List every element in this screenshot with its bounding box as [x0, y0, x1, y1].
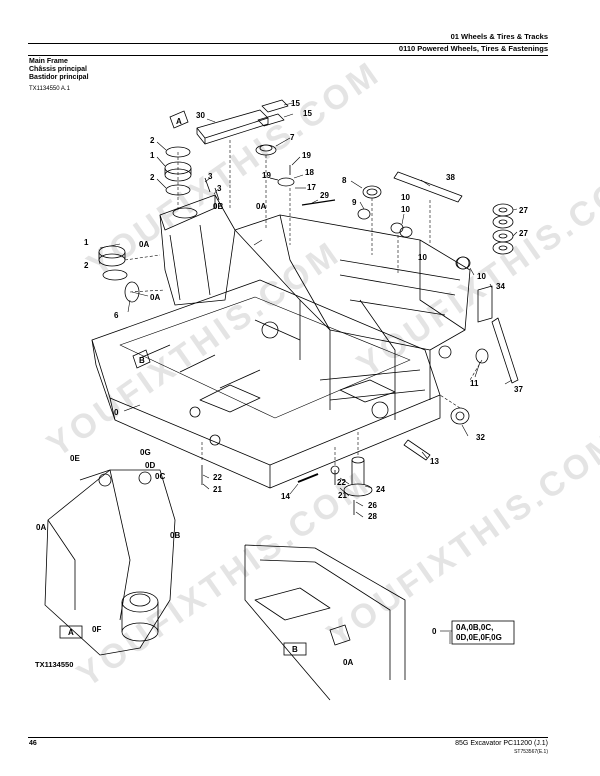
detail-a-label: A — [68, 628, 74, 637]
callout-38: 38 — [446, 173, 455, 182]
footer-rule — [28, 737, 548, 738]
callout-6: 6 — [114, 311, 119, 320]
callout-17: 17 — [307, 183, 316, 192]
callout-27: 27 — [519, 206, 528, 215]
part-34 — [477, 285, 493, 323]
callout-0G: 0G — [140, 448, 151, 457]
view-marker-a — [169, 110, 189, 129]
callout-0A: 0A — [139, 240, 149, 249]
legend-line1: 0A,0B,0C, — [456, 623, 493, 632]
main-frame-skirt — [91, 339, 441, 489]
callout-2: 2 — [84, 261, 89, 270]
side-wall — [234, 214, 471, 351]
callout-10: 10 — [477, 272, 486, 281]
callout-30: 30 — [196, 111, 205, 120]
header-rule — [28, 55, 548, 56]
callout-2: 2 — [150, 173, 155, 182]
detail-b-box — [283, 642, 307, 656]
boom-tower-left — [159, 194, 236, 306]
callout-15: 15 — [303, 109, 312, 118]
detail-figure-id: TX1134550 — [35, 660, 74, 669]
callout-10: 10 — [401, 193, 410, 202]
part-13 — [403, 439, 431, 461]
figure-id: TX1134550 A.1 — [29, 86, 70, 92]
part-15 — [261, 99, 289, 113]
callout-22: 22 — [213, 473, 222, 482]
doc-ref: ST753567(E.1) — [514, 749, 548, 755]
callout-0B: 0B — [170, 531, 180, 540]
callout-0A: 0A — [150, 293, 160, 302]
callout-32: 32 — [476, 433, 485, 442]
header-rule — [28, 43, 548, 44]
page-number: 46 — [29, 740, 37, 747]
view-label-a: A — [176, 117, 182, 126]
detail-b-frame — [244, 544, 406, 701]
callout-7: 7 — [290, 133, 295, 142]
callout-29: 29 — [320, 191, 329, 200]
part-0A-block — [329, 624, 351, 646]
callout-10: 10 — [418, 253, 427, 262]
legend-box — [451, 620, 515, 645]
callout-10: 10 — [401, 205, 410, 214]
callout-37: 37 — [514, 385, 523, 394]
callout-21: 21 — [213, 485, 222, 494]
callout-26: 26 — [368, 501, 377, 510]
part-37 — [491, 317, 519, 384]
callout-0A: 0A — [343, 658, 353, 667]
part-38 — [393, 171, 463, 203]
part-30 — [196, 109, 269, 139]
detail-b-label: B — [292, 645, 298, 654]
callout-0E: 0E — [70, 454, 80, 463]
title-en: Main Frame — [29, 58, 68, 65]
view-marker-b — [132, 349, 151, 369]
callout-0A: 0A — [256, 202, 266, 211]
callout-34: 34 — [496, 282, 505, 291]
legend-line2: 0D,0E,0F,0G — [456, 633, 502, 642]
callout-18: 18 — [305, 168, 314, 177]
callout-3: 3 — [217, 184, 222, 193]
title-fr: Châssis principal — [29, 66, 87, 73]
callout-11: 11 — [470, 379, 479, 388]
callout-2: 2 — [150, 136, 155, 145]
legend-item: 0 — [432, 627, 437, 636]
callout-15: 15 — [291, 99, 300, 108]
callout-3: 3 — [208, 172, 213, 181]
callout-22: 22 — [337, 478, 346, 487]
callout-0B: 0B — [213, 202, 223, 211]
callout-0D: 0D — [145, 461, 155, 470]
callout-28: 28 — [368, 512, 377, 521]
callout-0F: 0F — [92, 625, 101, 634]
callout-27: 27 — [519, 229, 528, 238]
callout-21: 21 — [338, 491, 347, 500]
callout-8: 8 — [342, 176, 347, 185]
callout-19: 19 — [262, 171, 271, 180]
view-label-b: B — [139, 356, 145, 365]
callout-0A: 0A — [36, 523, 46, 532]
callout-1: 1 — [84, 238, 89, 247]
callout-1: 1 — [150, 151, 155, 160]
header-group: 0110 Powered Wheels, Tires & Fastenings — [398, 44, 548, 53]
callout-14: 14 — [281, 492, 290, 501]
callout-9: 9 — [352, 198, 357, 207]
callout-19: 19 — [302, 151, 311, 160]
callout-0: 0 — [114, 408, 119, 417]
callout-0C: 0C — [155, 472, 165, 481]
callout-13: 13 — [430, 457, 439, 466]
callout-24: 24 — [376, 485, 385, 494]
header-section: 01 Wheels & Tires & Tracks — [450, 32, 548, 41]
model-ref: 85G Excavator PC11200 (J.1) — [455, 740, 548, 747]
title-es: Bastidor principal — [29, 74, 89, 81]
part-15 — [257, 113, 285, 127]
main-frame-base — [91, 279, 441, 466]
detail-a-box — [59, 625, 83, 639]
detail-a-frame — [44, 469, 176, 656]
